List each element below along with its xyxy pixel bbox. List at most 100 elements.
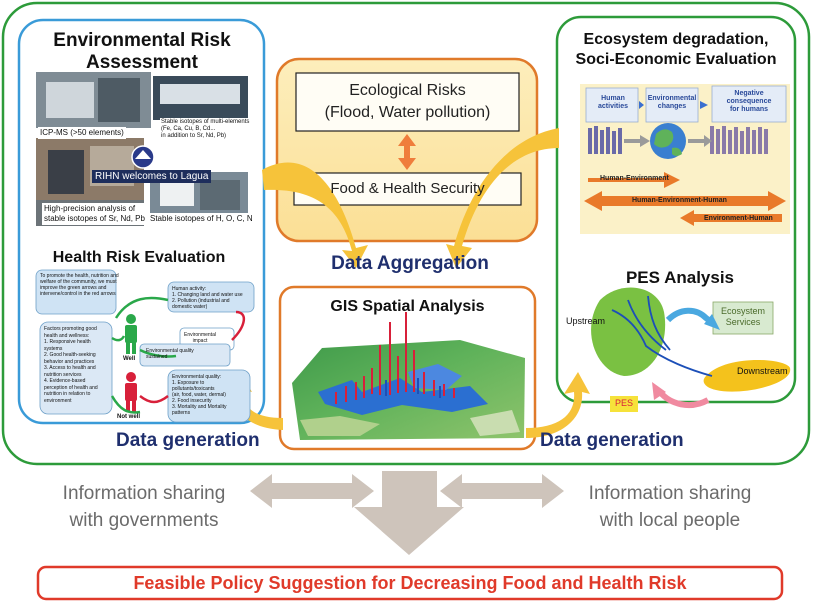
gis-title: GIS Spatial Analysis: [330, 298, 485, 315]
pes-box: [610, 396, 638, 412]
photo-label-icp: ICP-MS (>50 elements): [38, 127, 126, 139]
yellow-arrow-right-gen: [526, 372, 590, 438]
health-factor-line: perception of health and: [44, 384, 98, 391]
photo-label-stable-multi-2: (Fe, Ca, Cu, B, Cd...: [161, 126, 216, 132]
info-governments-line1: Information sharing: [62, 483, 226, 504]
human-activities-line: activities: [598, 103, 628, 110]
photo-label-high-precision-2: stable isotopes of Sr, Nd, Pb: [44, 214, 145, 223]
eco-degradation-title-line1: Ecosystem degradation,: [583, 31, 769, 48]
grey-double-arrow-left: [250, 474, 374, 508]
arrow-human-env-label: Human-Environment: [600, 175, 669, 182]
env-quality-line: pollutants/toxicants: [172, 386, 215, 392]
policy-text: Feasible Policy Suggestion for Decreasin…: [133, 573, 687, 593]
health-intro-text: To promote the health, nutrition and wel…: [40, 273, 119, 297]
env-changes-line: changes: [657, 103, 687, 110]
yellow-arrow-left-in: [262, 162, 368, 268]
env-quality-line: 2. Food insecurity: [172, 398, 212, 404]
eco-services-line: Services: [725, 317, 761, 327]
data-generation-left: Data generation: [116, 430, 260, 451]
info-local-line1: Information sharing: [588, 483, 752, 504]
photo-label-stable-multi-1: Stable isotopes of multi-elements: [161, 119, 250, 125]
arrow-env-human-label: Environment-Human: [704, 215, 773, 222]
negative-line: for humans: [729, 106, 769, 113]
eco-risks-box: [295, 72, 520, 132]
photo-label-stable-multi: Stable isotopes of multi-elements (Fe, C…: [160, 118, 251, 141]
notwell-label: Not well: [117, 414, 141, 420]
health-factor-line: nutrition in relation to: [44, 391, 91, 397]
env-sustained-text: Environmental quality sustained: [146, 348, 194, 360]
pes-diagram: [591, 287, 791, 412]
negative-line: Negative: [734, 90, 764, 97]
data-aggregation-label: Data Aggregation: [331, 253, 489, 274]
env-sustained-line: Environmental quality: [146, 348, 194, 354]
health-activity-line: 1. Changing land and water use: [172, 292, 243, 298]
health-factors-text: Factors promoting good health and wellne…: [44, 326, 98, 404]
health-intro-line: improve the green arrows and: [40, 285, 107, 291]
health-factor-line: 1. Responsive health: [44, 339, 91, 345]
info-governments-line2: with governments: [69, 510, 219, 531]
data-generation-right: Data generation: [540, 430, 684, 451]
health-factor-line: Factors promoting good: [44, 326, 97, 332]
env-quality-line: 1. Exposure to: [172, 380, 205, 386]
env-quality-line: 3. Mortality and Mortality: [172, 404, 227, 410]
pes-title: PES Analysis: [625, 268, 735, 287]
env-changes-line: Environmental: [647, 95, 697, 102]
health-factor-line: environment: [44, 397, 72, 404]
gis-red-spikes: [335, 312, 455, 404]
health-diagram: [35, 269, 255, 423]
photo-label-rihn: RIHN welcomes to Lagua: [92, 170, 212, 183]
outer-frame: [1, 1, 811, 466]
health-intro-line: To promote the health, nutrition and: [40, 273, 119, 279]
grey-down-arrow: [354, 471, 464, 555]
eco-risks-line2: (Flood, Water pollution): [324, 104, 491, 121]
policy-box: [36, 565, 784, 601]
eco-degradation-title-line2: Soci-Economic Evaluation: [575, 51, 777, 68]
env-impact-line: impact: [192, 338, 208, 344]
info-local-people: Information sharing with local people: [570, 480, 770, 534]
negative-text: Negative consequence for humans: [712, 90, 786, 114]
env-quality-line: (air, food, water, dermal): [172, 392, 226, 398]
env-quality-line: Environmental quality:: [172, 374, 222, 380]
env-changes-text: Environmental changes: [646, 95, 698, 111]
photo-label-high-precision-1: High-precision analysis of: [44, 204, 136, 213]
photo-label-high-precision: High-precision analysis of stable isotop…: [42, 203, 147, 225]
food-health-text: Food & Health Security: [330, 180, 485, 197]
double-arrow-vertical: [398, 134, 416, 170]
env-risk-title-line1: Environmental Risk: [53, 30, 231, 51]
grey-double-arrow-right: [440, 474, 564, 508]
arrow-human-env-human-label: Human-Environment-Human: [632, 197, 727, 204]
env-quality-line: patterns: [172, 410, 191, 416]
arrow-human-env: [588, 172, 680, 188]
env-risk-title-line2: Assessment: [86, 52, 198, 73]
health-activity-line: 2. Pollution (industrial and: [172, 298, 230, 304]
health-risk-title: Health Risk Evaluation: [52, 249, 226, 266]
gis-map-image: [292, 312, 525, 440]
env-impact-line: Environmental: [184, 332, 216, 338]
health-factor-line: 3. Access to health and: [44, 365, 96, 371]
well-label: Well: [123, 356, 136, 362]
eco-degradation-image: [580, 84, 790, 234]
health-activity-line: domestic water): [172, 304, 208, 310]
people-crowd-right-icon: [710, 126, 768, 154]
photo-label-stable-multi-3: in addition to Sr, Nd, Pb): [161, 133, 227, 139]
upstream-label: Upstream: [566, 316, 606, 326]
eco-risks-line1: Ecological Risks: [349, 82, 466, 99]
health-activity-line: Human activity:: [172, 286, 207, 292]
health-factor-line: behavior and practices: [44, 358, 95, 365]
eco-services-box: [712, 301, 774, 335]
health-intro-line: intervene/control in the red arrows: [40, 291, 116, 297]
health-activity-text: Human activity: 1. Changing land and wat…: [172, 286, 243, 310]
human-activities-line: Human: [601, 95, 625, 102]
person-well-icon: [125, 314, 137, 354]
health-intro-line: welfare of the community, we must: [40, 279, 117, 285]
env-sustained-line: sustained: [146, 354, 168, 360]
health-factor-line: health and wellness:: [44, 332, 90, 339]
negative-line: consequence: [726, 98, 772, 105]
arrow-env-human: [680, 210, 782, 226]
info-governments: Information sharing with governments: [46, 480, 242, 534]
person-notwell-icon: [125, 372, 137, 412]
health-factor-line: 2. Good health-seeking: [44, 352, 96, 358]
info-local-line2: with local people: [599, 510, 741, 531]
eco-services-line: Ecosystem: [720, 306, 765, 316]
